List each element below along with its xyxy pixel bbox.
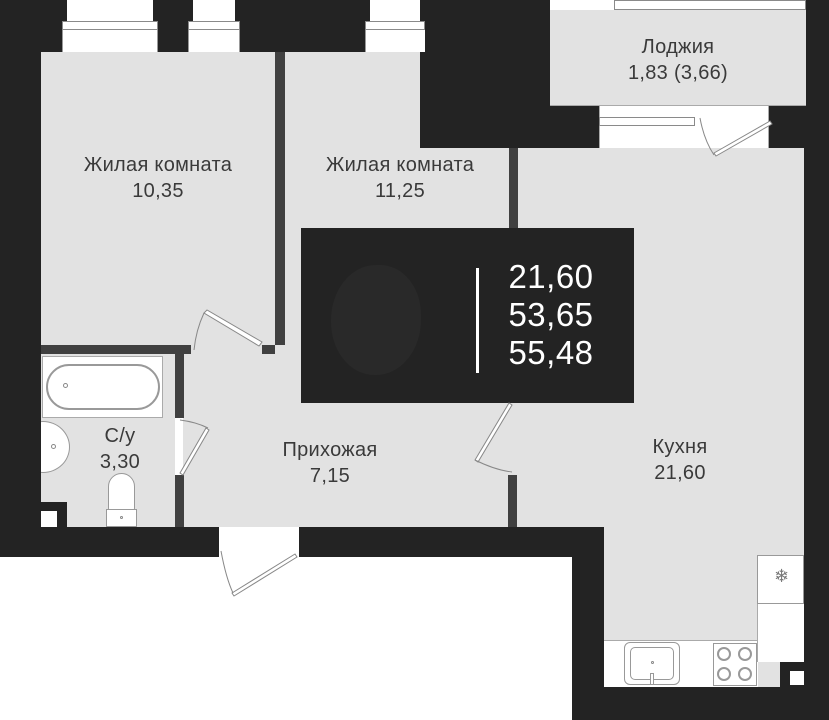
room-name: Жилая комната [325, 154, 475, 176]
info-living-area: 53,65 [508, 296, 594, 333]
label-kitchen: Кухня 21,60 [610, 434, 750, 486]
label-loggia: Лоджия 1,83 (3,66) [550, 34, 806, 86]
toilet-icon [106, 473, 137, 527]
inner-wall-living1-bottom [41, 345, 191, 354]
entrance-opening [219, 527, 299, 557]
snowflake-icon: ❄ [773, 566, 790, 586]
info-kitchen-area: 21,60 [508, 258, 594, 295]
wall-left [0, 0, 41, 557]
room-loggia [550, 10, 806, 106]
wall-loggia-block [420, 0, 550, 148]
label-living-room-1: Жилая комната 10,35 [41, 152, 275, 204]
wall-kitchen-bottom [572, 687, 829, 720]
window-opening-2 [193, 0, 235, 21]
label-hallway: Прихожая 7,15 [250, 437, 410, 489]
room-area: 7,15 [309, 465, 351, 487]
inner-wall-living1-bottom-r [262, 345, 275, 354]
window-opening-3 [370, 0, 420, 21]
room-name: Прихожая [282, 439, 378, 461]
inner-wall-bathroom [175, 354, 184, 418]
fridge: ❄ [757, 555, 804, 604]
room-area: 10,35 [132, 180, 184, 202]
room-name: Жилая комната [83, 154, 233, 176]
label-bathroom: С/у 3,30 [75, 423, 165, 475]
label-living-room-2: Жилая комната 11,25 [285, 152, 515, 204]
wall-bottom-mid [299, 527, 604, 557]
shaft-kitchen-inner [790, 671, 804, 685]
bathtub-icon [42, 356, 163, 418]
room-area: 1,83 (3,66) [627, 62, 729, 84]
window-frame-1 [62, 21, 158, 30]
wall-bottom-left [0, 527, 219, 557]
room-living-2 [285, 52, 420, 148]
info-divider [476, 268, 479, 373]
room-living-1 [41, 52, 275, 345]
room-name: Кухня [652, 436, 708, 458]
wall-right [804, 0, 829, 720]
room-name: Лоджия [641, 36, 715, 58]
window-sill-3 [365, 30, 425, 52]
shaft-bathroom-inner [41, 511, 57, 527]
inner-wall-living2-kitchen [509, 148, 518, 228]
loggia-window-frame [614, 0, 806, 10]
kitchen-sink-icon [624, 642, 680, 685]
inner-wall-bathroom-lower [175, 475, 184, 527]
inner-wall-hall-kitchen [508, 475, 517, 527]
inner-wall-living [275, 52, 285, 382]
window-frame-2 [188, 21, 240, 30]
window-frame-3 [365, 21, 425, 30]
room-area: 3,30 [99, 451, 141, 473]
info-logo-blob [331, 265, 421, 375]
info-values: 21,60 53,65 55,48 [496, 258, 606, 372]
loggia-door-frame [599, 117, 695, 126]
window-sill-2 [188, 30, 240, 52]
window-opening-1 [67, 0, 153, 21]
stove-icon [713, 643, 757, 686]
info-box: 21,60 53,65 55,48 [301, 228, 634, 403]
room-name: С/у [104, 425, 136, 447]
info-total-area: 55,48 [508, 334, 594, 371]
room-area: 21,60 [654, 462, 706, 484]
window-sill-1 [62, 30, 158, 52]
room-area: 11,25 [374, 180, 426, 202]
